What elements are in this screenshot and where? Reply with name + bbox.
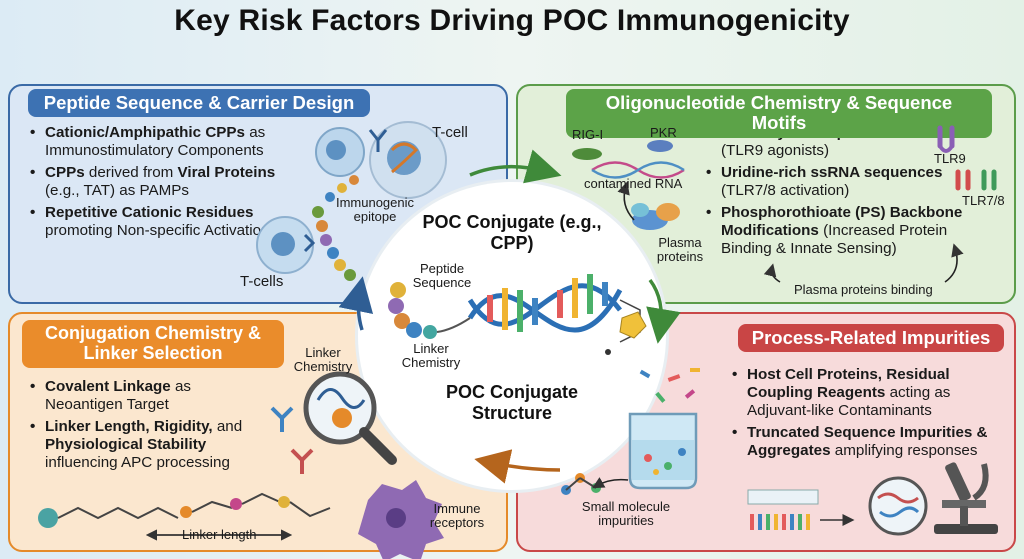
list-item: Linker Length, Rigidity, and Physiologic…	[30, 418, 270, 472]
list-item: Repetitive Cationic Residues promoting N…	[30, 204, 292, 240]
tcell-label: T-cell	[432, 124, 468, 141]
center-title-bottom: POC Conjugate Structure	[445, 382, 578, 423]
epitope-label: Immunogenic epitope	[335, 195, 415, 225]
plasma-binding-label: Plasma proteins binding	[794, 282, 933, 297]
linker-chemistry-center-label: Linker Chemistry	[401, 341, 461, 371]
tlr78-label: TLR7/8	[962, 193, 1005, 208]
linker-chemistry-label: Linker Chemistry	[293, 345, 353, 375]
linker-length-label: Linker length	[182, 527, 257, 542]
pkr-label: PKR	[650, 125, 677, 140]
plasma-proteins-label: Plasma proteins	[656, 235, 704, 265]
oligo-bullet-list: Unmethylated CpG dinucleotides (TLR9 ago…	[706, 124, 990, 262]
small-molecule-label: Small molecule impurities	[581, 499, 671, 529]
panel-title-impurities: Process-Related Impurities	[738, 324, 1004, 353]
center-title-top: POC Conjugate (e.g., CPP)	[422, 212, 602, 253]
immune-receptors-label: Immune receptors	[429, 501, 485, 531]
panel-title-oligo: Oligonucleotide Chemistry & Sequence Mot…	[566, 89, 992, 138]
linker-bullet-list: Covalent Linkage as Neoantigen Target Li…	[30, 378, 270, 476]
rigi-label: RIG-I	[572, 127, 604, 142]
list-item: Truncated Sequence Impurities & Aggregat…	[732, 424, 1000, 460]
list-item: Cationic/Amphipathic CPPs as Immunostimu…	[30, 124, 292, 160]
list-item: Covalent Linkage as Neoantigen Target	[30, 378, 270, 414]
list-item: CPPs derived from Viral Proteins (e.g., …	[30, 164, 292, 200]
list-item: Uridine-rich ssRNA sequences (TLR7/8 act…	[706, 164, 990, 200]
tlr9-label: TLR9	[934, 151, 966, 166]
page-title: Key Risk Factors Driving POC Immunogenic…	[174, 4, 850, 37]
rna-label: contamined RNA	[584, 176, 683, 191]
peptide-bullet-list: Cationic/Amphipathic CPPs as Immunostimu…	[30, 124, 292, 244]
panel-title-linker: Conjugation Chemistry & Linker Selection	[22, 320, 284, 368]
list-item: Phosphorothioate (PS) Backbone Modificat…	[706, 204, 990, 258]
peptide-sequence-label: Peptide Sequence	[412, 261, 472, 291]
impurities-bullet-list: Host Cell Proteins, Residual Coupling Re…	[732, 366, 1000, 464]
panel-title-peptide: Peptide Sequence & Carrier Design	[28, 89, 370, 118]
tcells-label: T-cells	[240, 273, 284, 290]
list-item: Host Cell Proteins, Residual Coupling Re…	[732, 366, 1000, 420]
